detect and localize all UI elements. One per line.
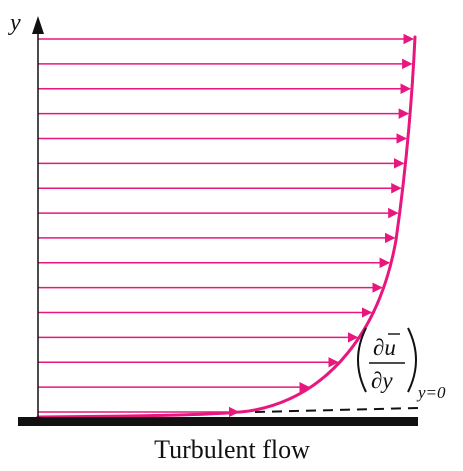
diagram-caption: Turbulent flow [154, 435, 310, 464]
wall-shear-gradient-label: ∂u ∂y y=0 [357, 327, 446, 402]
gradient-denominator: ∂y [371, 368, 393, 393]
right-paren [407, 327, 417, 393]
gradient-subscript: y=0 [416, 383, 446, 402]
velocity-arrows [38, 33, 414, 418]
y-axis-arrow-icon [32, 16, 44, 34]
wall-gradient-tangent-line [254, 407, 419, 413]
gradient-numerator: ∂u [373, 335, 396, 360]
velocity-profile-curve [36, 35, 417, 419]
wall [18, 417, 418, 426]
y-axis-label: y [8, 10, 21, 36]
left-paren [357, 327, 367, 393]
